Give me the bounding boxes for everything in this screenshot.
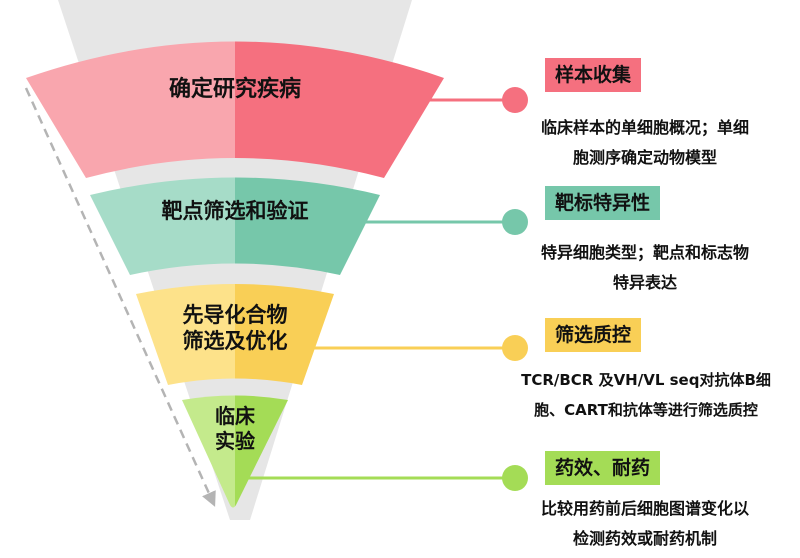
stage-1-description: 临床样本的单细胞概况；单细 胞测序确定动物模型 (505, 113, 785, 173)
connector-dot-3 (502, 335, 528, 361)
stage-3-title-line-1: 先导化合物 (182, 303, 288, 327)
stage-3-title: 先导化合物 筛选及优化 (160, 302, 310, 355)
stage-4-description-line-2: 检测药效或耐药机制 (572, 529, 717, 548)
stage-2-description-line-1: 特异细胞类型；靶点和标志物 (540, 243, 749, 262)
stage-4-description-line-1: 比较用药前后细胞图谱变化以 (540, 499, 749, 518)
stage-3-description-line-2: 胞、CART和抗体等进行筛选质控 (534, 401, 758, 419)
stage-1-description-line-2: 胞测序确定动物模型 (572, 148, 717, 167)
stage-2-tag: 靶标特异性 (545, 186, 661, 220)
stage-band-1 (26, 41, 444, 178)
stage-1-title: 确定研究疾病 (168, 77, 301, 102)
stage-4-title: 临床 实验 (185, 404, 285, 454)
stage-1-tag: 样本收集 (545, 58, 642, 92)
connector-dot-4 (502, 465, 528, 491)
stage-4-title-line-2: 实验 (215, 429, 255, 453)
stage-3-title-line-2: 筛选及优化 (182, 329, 288, 354)
stage-4-tag: 药效、耐药 (545, 451, 661, 485)
stage-band-4 (182, 395, 288, 508)
stage-3-tag: 筛选质控 (545, 318, 642, 352)
stage-4-title-line-1: 临床 (215, 404, 255, 428)
connector-dot-1 (502, 87, 528, 113)
stage-3-description: TCR/BCR 及VH/VL seq对抗体B细 胞、CART和抗体等进行筛选质控 (500, 365, 792, 425)
flow-arrow (24, 87, 216, 507)
stage-1-description-line-1: 临床样本的单细胞概况；单细 (540, 118, 749, 137)
stage-3-description-line-1: TCR/BCR 及VH/VL seq对抗体B细 (521, 371, 771, 389)
stage-2-description: 特异细胞类型；靶点和标志物 特异表达 (505, 238, 785, 298)
connector-dot-2 (502, 209, 528, 235)
stage-band-2 (90, 177, 380, 275)
stage-4-description: 比较用药前后细胞图谱变化以 检测药效或耐药机制 (505, 494, 785, 554)
stage-2-title: 靶点筛选和验证 (161, 199, 309, 223)
stage-band-3 (136, 284, 334, 385)
stage-2-description-line-2: 特异表达 (612, 273, 677, 292)
